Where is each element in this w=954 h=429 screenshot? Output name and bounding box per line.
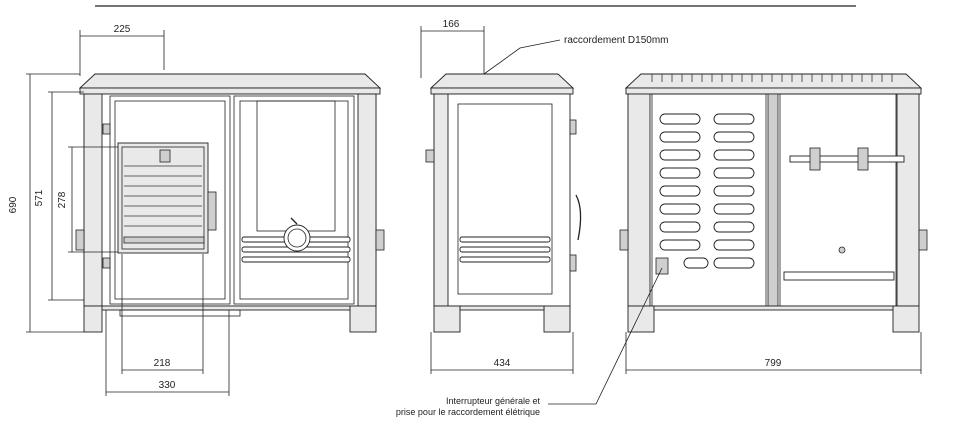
back-vent-grille (651, 74, 893, 82)
front-ash-drawer (119, 309, 241, 317)
dim-back-width: 799 (765, 358, 782, 369)
dim-door-width: 218 (154, 358, 171, 369)
dial-needle (290, 217, 298, 225)
hinge-top (102, 123, 111, 135)
back-right-pillar (896, 93, 920, 307)
dim-door-opening: 330 (159, 380, 176, 391)
thermometer-dial-inner (287, 228, 307, 248)
back-right-fitting (918, 229, 928, 251)
side-rear-fitting (569, 254, 577, 272)
dim-side-depth: 434 (494, 358, 511, 369)
back-left-pillar (627, 93, 651, 307)
back-left-fitting (619, 229, 629, 251)
side-front-knob (425, 149, 435, 163)
pipe-clamp-right (857, 147, 869, 171)
side-dimensions: 166 raccordement D150mm 434 (420, 19, 668, 374)
back-divider (767, 93, 779, 307)
firebox-ash-lip (123, 236, 205, 244)
front-left-pillar (83, 93, 103, 307)
side-top-plate (429, 73, 575, 89)
front-firebox-door-frame (109, 95, 231, 305)
firebox-grate (124, 165, 202, 227)
electrical-socket (655, 257, 669, 275)
back-view (619, 73, 928, 333)
front-top-plate (78, 73, 382, 89)
side-leg-rear (543, 305, 571, 333)
back-top-rim (625, 87, 922, 95)
hinge-bottom (102, 257, 111, 269)
back-vent-slots (659, 113, 755, 269)
side-top-rim (430, 87, 574, 95)
back-pipe (789, 155, 905, 163)
label-switch-line2: prise pour le raccordement élétrique (396, 407, 540, 417)
side-view (425, 73, 582, 333)
front-top-rim (79, 87, 381, 95)
dim-front-height: 690 (8, 196, 19, 213)
front-view (75, 73, 385, 333)
side-rear-bracket (569, 119, 577, 135)
dim-front-height-inner: 571 (34, 189, 45, 206)
pipe-clamp-left (809, 147, 821, 171)
front-left-fitting (75, 229, 85, 251)
door-handle (207, 191, 217, 231)
switch-leader-line (548, 267, 663, 405)
back-ash-slot (783, 271, 895, 281)
front-base-rail (99, 305, 361, 311)
front-leg-left (83, 305, 103, 333)
side-rear-handle (575, 194, 582, 241)
back-top-plate (624, 73, 923, 89)
dim-front-top-offset: 225 (114, 24, 131, 35)
firebox-baffle (159, 149, 171, 163)
side-front-edge (433, 93, 449, 307)
flue-leader-line (483, 39, 561, 75)
back-base-rail (653, 305, 894, 311)
side-base-rail (459, 305, 545, 311)
side-panel (457, 103, 553, 295)
back-leg-left (627, 305, 655, 333)
front-firebox-door-inner (114, 100, 226, 300)
back-dimensions: 799 Interrupteur générale et prise pour … (396, 267, 922, 417)
front-right-pillar (357, 93, 377, 307)
front-oven-door-frame (233, 95, 355, 305)
label-flue-connection: raccordement D150mm (564, 35, 668, 46)
front-right-fitting (375, 229, 385, 251)
front-dimensions: 225 690 571 278 218 330 (8, 24, 230, 396)
side-rails (459, 236, 551, 263)
side-body (433, 93, 571, 307)
front-leg-right (349, 305, 377, 333)
dim-door-height: 278 (57, 191, 68, 208)
back-bolt (838, 246, 846, 254)
dim-side-flue-offset: 166 (443, 19, 460, 30)
side-leg-front (433, 305, 461, 333)
firebox-glass-inner (121, 146, 205, 250)
back-leg-right (892, 305, 920, 333)
label-switch-line1: Interrupteur générale et (446, 396, 541, 406)
